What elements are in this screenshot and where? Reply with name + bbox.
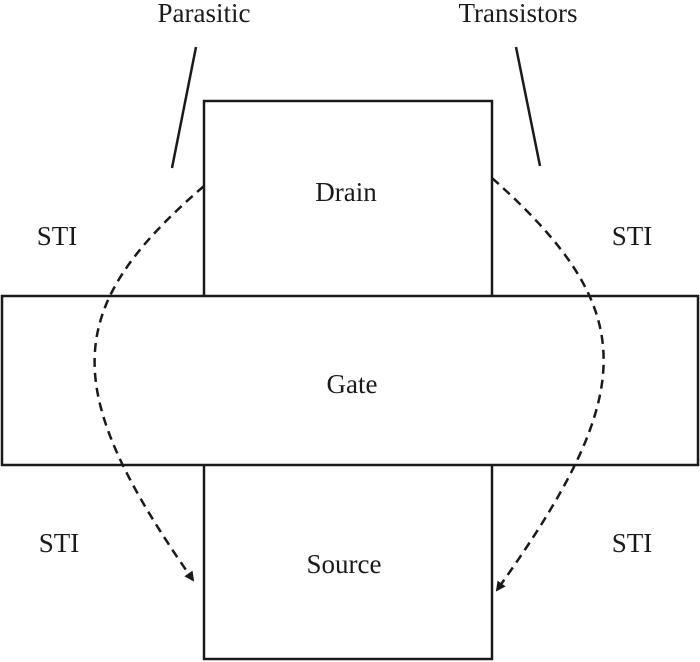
parasitic-leader-line xyxy=(170,46,198,169)
transistors-label: Transistors xyxy=(458,0,577,28)
gate-label: Gate xyxy=(327,369,378,399)
transistors-leader-line xyxy=(514,46,542,167)
sti-label-bottom-left: STI xyxy=(39,528,80,558)
left-parasitic-path-arrow xyxy=(93,185,205,582)
sti-label-bottom-right: STI xyxy=(612,528,653,558)
sti-label-top-right: STI xyxy=(612,221,653,251)
drain-label: Drain xyxy=(315,177,377,207)
sti-label-top-left: STI xyxy=(37,221,78,251)
source-label: Source xyxy=(307,549,382,579)
gate-box xyxy=(0,294,700,467)
right-parasitic-path-arrow xyxy=(491,177,605,592)
parasitic-label: Parasitic xyxy=(158,0,251,28)
